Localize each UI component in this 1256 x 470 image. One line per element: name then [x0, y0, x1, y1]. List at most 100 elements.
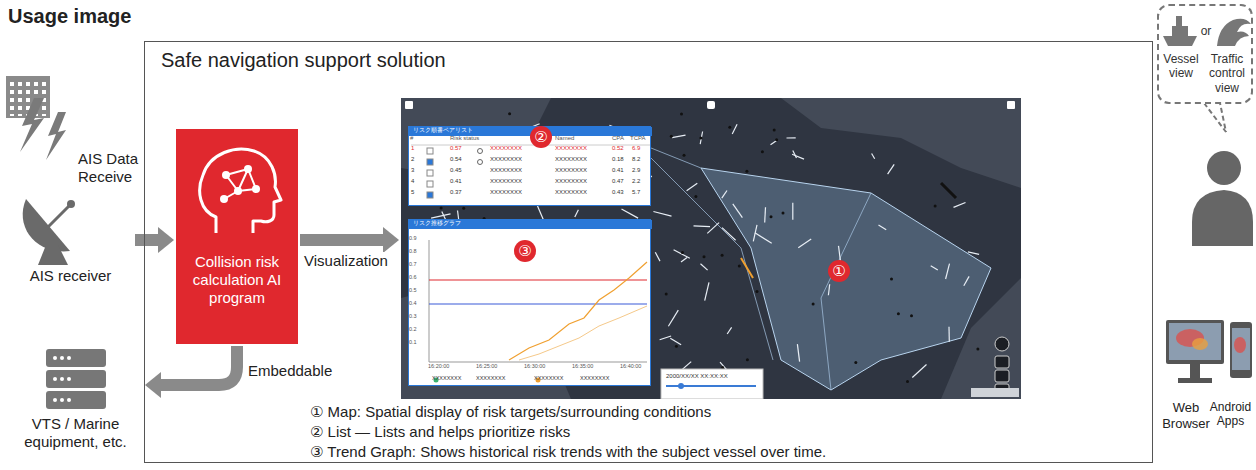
table-cell: XXXXXXXX [490, 189, 522, 196]
axis-tick: 0.4 [409, 300, 417, 307]
axis-tick: 16:30:00 [524, 363, 545, 370]
table-header: Risk status [450, 135, 479, 142]
signal-label: AIS Data Receive [78, 150, 140, 186]
axis-tick: 16:40:00 [620, 363, 641, 370]
table-header: # [410, 135, 413, 142]
axis-tick: 16:35:00 [572, 363, 593, 370]
callout-number: ① [828, 260, 850, 282]
table-cell: XXXXXXXX [555, 189, 587, 196]
panel-title: リスク推移グラフ [413, 220, 461, 227]
connector-line [300, 234, 384, 246]
table-cell: XXXXXXXX [490, 167, 522, 174]
callout-description: ① Map: Spatial display of risk targets/s… [310, 403, 1030, 421]
arrowhead [158, 227, 174, 253]
time-label: 2000/XX/XX XX:XX:XX [666, 373, 728, 380]
table-header: CPA [612, 135, 624, 142]
table-cell: 0.47 [612, 178, 624, 185]
axis-tick: 0.7 [409, 261, 417, 268]
icon-label: AIS receiver [8, 267, 133, 285]
axis-tick: 0.6 [409, 274, 417, 281]
connector-line [135, 234, 159, 246]
person-icon [1192, 151, 1253, 246]
frame-title: Safe navigation support solution [161, 48, 446, 72]
edge-label: Embeddable [246, 362, 334, 380]
table-cell: 3 [411, 167, 414, 174]
table-cell: XXXXXXXX [555, 167, 587, 174]
axis-tick: 0.8 [409, 248, 417, 255]
table-header: Named [555, 135, 574, 142]
table-cell: 1 [411, 145, 414, 152]
building-icon [6, 76, 50, 118]
axis-tick: 0.5 [409, 287, 417, 294]
table-cell: 0.37 [450, 189, 462, 196]
ai-program-box: Collision risk calculation AI program [176, 129, 298, 344]
table-cell: XXXXXXXX [555, 145, 587, 152]
axis-tick: 0.9 [409, 235, 417, 242]
axis-tick: 0.1 [409, 339, 417, 346]
table-header: TCPA [630, 135, 646, 142]
callout-number: ② [530, 126, 552, 148]
callout-description: ② List — Lists and helps prioritize risk… [310, 423, 1030, 441]
table-cell: XXXXXXXX [490, 156, 522, 163]
axis-tick: 16:20:00 [428, 363, 449, 370]
speech-tail [1204, 103, 1226, 132]
callout-number: ③ [514, 240, 536, 262]
diagram-title: Usage image [8, 4, 131, 28]
table-cell: 6.9 [632, 145, 640, 152]
table-cell: 0.57 [450, 145, 462, 152]
edge-label: Visualization [302, 252, 390, 270]
table-cell: XXXXXXXX [490, 178, 522, 185]
ai-brain-icon [176, 129, 298, 249]
vts-equipment: VTS / Marine equipment, etc. [8, 345, 143, 460]
table-cell: 0.45 [450, 167, 462, 174]
table-cell: 5.7 [632, 189, 640, 196]
table-cell: 2 [411, 156, 414, 163]
axis-tick: 0.3 [409, 313, 417, 320]
graph-legend-text: XXXXXXXX [580, 375, 609, 382]
table-cell: 0.54 [450, 156, 462, 163]
table-cell: 0.41 [612, 167, 624, 174]
table-cell: 0.18 [612, 156, 624, 163]
table-cell: 0.52 [612, 145, 624, 152]
axis-tick: 0.2 [409, 326, 417, 333]
callout-description: ③ Trend Graph: Shows historical risk tre… [310, 443, 1030, 461]
axis-tick: 16:25:00 [476, 363, 497, 370]
panel-title: リスク順番ペアリスト [413, 127, 473, 134]
lightning-icon [20, 98, 66, 160]
table-cell: 2.2 [632, 178, 640, 185]
graph-legend-text: XXXXXXXX [476, 375, 505, 382]
connector-arrow [145, 346, 237, 398]
phone-icon [1230, 322, 1252, 378]
server-icon [8, 345, 143, 415]
device-label: Android Apps [1207, 400, 1254, 429]
table-cell: 8.2 [632, 156, 640, 163]
icon-label: VTS / Marine equipment, etc. [8, 415, 143, 451]
table-cell: 0.41 [450, 178, 462, 185]
table-cell: 2.9 [632, 167, 640, 174]
graph-legend-text: XXXXXXXX [534, 375, 563, 382]
table-cell: 0.43 [612, 189, 624, 196]
box-label: Collision risk calculation AI program [180, 253, 294, 307]
view-bubble: Vessel view orTraffic control view [1157, 4, 1253, 104]
or-label: or [1197, 24, 1215, 38]
table-cell: XXXXXXXX [555, 178, 587, 185]
table-cell: 5 [411, 189, 414, 196]
table-cell: 4 [411, 178, 414, 185]
connector-line [160, 346, 237, 385]
arrowhead [383, 227, 399, 253]
ais-receiver: AIS receiver [8, 185, 133, 290]
satellite-dish-icon [8, 185, 133, 267]
monitor-icon [1166, 320, 1224, 383]
solution-frame: Safe navigation support solutionCollisio… [144, 41, 1153, 463]
view-label: Traffic control view [1203, 52, 1251, 95]
connector-arrow [135, 227, 174, 253]
arrowhead [145, 372, 161, 398]
view-label: Vessel view [1159, 52, 1203, 81]
map-screenshot: ① リスク順番ペアリスト ② リスク推移グラフ ③ [401, 98, 1021, 399]
connector-arrow [300, 227, 399, 253]
device-label: Web Browser [1158, 400, 1214, 431]
trend-graph-panel: リスク推移グラフ ③ [408, 219, 651, 386]
table-cell: XXXXXXXX [555, 156, 587, 163]
table-cell: XXXXXXXX [490, 145, 522, 152]
